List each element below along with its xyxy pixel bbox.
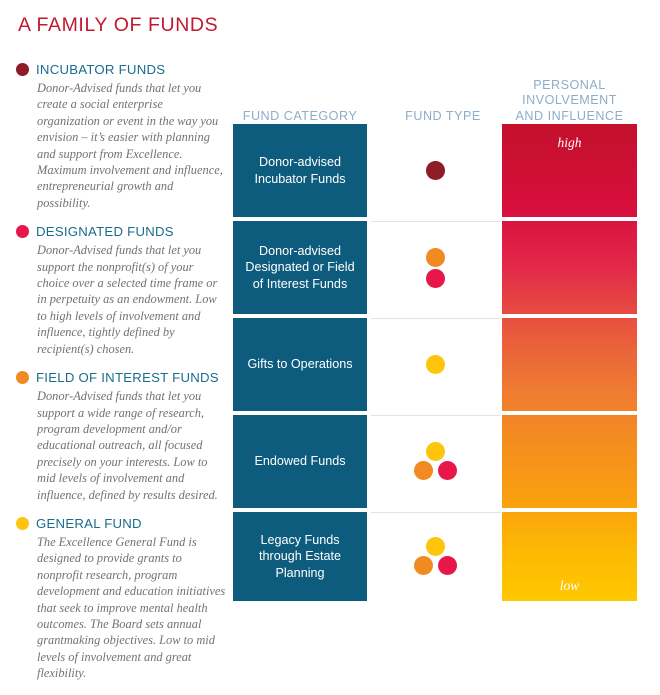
legend-item-designated-funds: DESIGNATED FUNDS Donor-Advised funds tha… [16,224,228,357]
legend-item-header: INCUBATOR FUNDS [16,62,228,77]
column-header-line-3: AND INFLUENCE [515,108,624,123]
general-fund-dot [426,442,445,461]
dot-cluster [413,245,459,291]
legend-item-header: FIELD OF INTEREST FUNDS [16,370,228,385]
incubator-funds-dot [16,63,29,76]
designated-dot [438,556,457,575]
fund-legend: INCUBATOR FUNDS Donor-Advised funds that… [16,62,228,695]
column-header-fund-type: FUND TYPE [405,108,481,123]
matrix-column-headers: FUND CATEGORY FUND TYPE PERSONAL INVOLVE… [233,78,637,124]
influence-gradient [502,318,637,411]
cell-influence-scale [502,221,637,314]
field-of-interest-dot [426,248,445,267]
scale-label-high: high [557,135,582,150]
designated-dot [426,269,445,288]
dot-cluster [413,148,459,194]
legend-item-description: The Excellence General Fund is designed … [37,534,226,681]
column-header-line-2: INVOLVEMENT [522,93,617,107]
cell-fund-type [371,415,501,508]
cell-influence-scale: low [502,512,637,601]
legend-item-description: Donor-Advised funds that let you create … [37,81,223,210]
cell-fund-category: Donor-advised Designated or Field of Int… [233,221,367,314]
dot-cluster [413,534,459,580]
cell-fund-type [371,512,501,601]
influence-gradient [502,124,637,217]
legend-item-field-of-interest-funds: FIELD OF INTEREST FUNDS Donor-Advised fu… [16,370,228,503]
influence-gradient [502,415,637,508]
legend-item-incubator-funds: INCUBATOR FUNDS Donor-Advised funds that… [16,62,228,211]
table-row: Gifts to Operations [233,318,637,411]
cell-fund-category: Donor-advised Incubator Funds [233,124,367,217]
table-row: Donor-advised Designated or Field of Int… [233,221,637,314]
influence-gradient [502,512,637,601]
cell-fund-type [371,124,501,217]
field-of-interest-funds-dot [16,371,29,385]
legend-item-title: GENERAL FUND [36,515,142,531]
designated-dot [438,461,457,480]
legend-item-header: DESIGNATED FUNDS [16,224,228,239]
general-fund-dot [16,516,29,530]
cell-influence-scale [502,415,637,508]
legend-item-description: Donor-Advised funds that let you support… [37,389,218,502]
cell-fund-category: Legacy Funds through Estate Planning [233,512,367,601]
dot-cluster [413,342,459,388]
dot-cluster [413,439,459,485]
field-of-interest-dot [414,556,433,575]
incubator-dot [426,160,445,180]
legend-item-title: DESIGNATED FUNDS [36,224,174,240]
influence-gradient [502,221,637,314]
cell-fund-category: Gifts to Operations [233,318,367,411]
designated-funds-dot [16,225,29,239]
cell-fund-category: Endowed Funds [233,415,367,508]
table-row: Legacy Funds through Estate Planning low [233,512,637,601]
page-title: A FAMILY OF FUNDS [18,14,219,36]
table-row: Endowed Funds [233,415,637,508]
column-header-line-1: PERSONAL [533,77,606,92]
legend-item-header: GENERAL FUND [16,516,228,531]
legend-item-title: FIELD OF INTEREST FUNDS [36,370,219,386]
column-header-fund-category: FUND CATEGORY [242,108,358,123]
general-fund-dot [426,537,445,556]
general-fund-dot [426,355,445,374]
fund-matrix: FUND CATEGORY FUND TYPE PERSONAL INVOLVE… [233,78,637,601]
cell-fund-type [371,318,501,411]
table-row: Donor-advised Incubator Funds high [233,124,637,217]
field-of-interest-dot [414,461,433,480]
cell-influence-scale: high [502,124,637,217]
column-header-personal-involvement-and-influence: PERSONAL INVOLVEMENT AND INFLUENCE [502,78,637,125]
legend-item-title: INCUBATOR FUNDS [36,62,166,77]
cell-influence-scale [502,318,637,411]
matrix-rows: Donor-advised Incubator Funds high Donor… [233,124,637,601]
legend-item-description: Donor-Advised funds that let you support… [37,243,218,356]
legend-item-general-fund: GENERAL FUND The Excellence General Fund… [16,516,228,682]
cell-fund-type [371,221,501,314]
scale-label-low: low [559,578,580,593]
